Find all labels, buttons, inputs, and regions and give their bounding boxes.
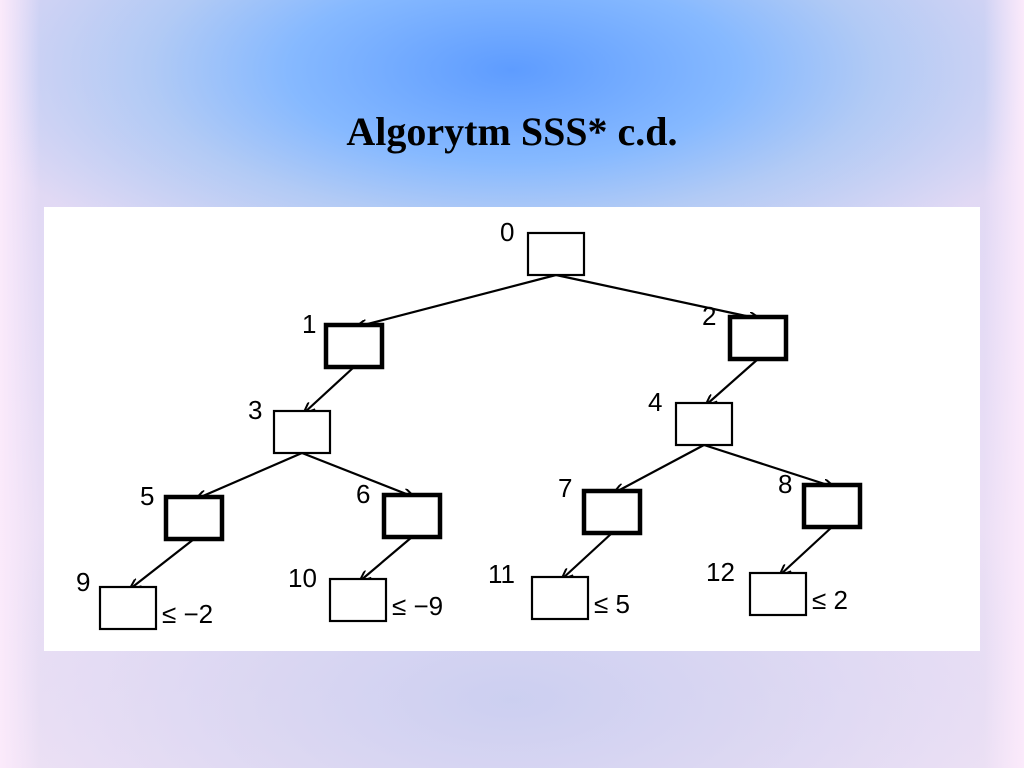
tree-edge-2-4 [706,358,759,405]
tree-node-label-6: 6 [356,479,370,509]
tree-edge-3-6 [301,451,414,497]
tree-node-4 [674,401,734,447]
tree-node-10 [328,577,388,623]
tree-node-label-4: 4 [648,387,662,417]
tree-node-3 [272,409,332,455]
tree-node-7 [581,488,643,536]
tree-node-bound-11: ≤ 5 [594,589,630,619]
tree-node-label-10: 10 [288,563,317,593]
tree-node-8 [801,482,863,530]
tree-edge-0-1 [356,273,557,327]
tree-node-label-11: 11 [488,559,515,589]
tree-node-label-7: 7 [558,473,572,503]
tree-node-12 [748,571,808,617]
tree-edge-7-11 [562,532,613,579]
tree-node-6 [381,492,443,540]
tree-edge-3-5 [196,451,303,499]
tree-node-label-5: 5 [140,481,154,511]
tree-node-label-9: 9 [76,567,90,597]
tree-node-label-2: 2 [702,301,716,331]
tree-edge-1-3 [304,366,355,413]
tree-node-label-0: 0 [500,217,514,247]
tree-node-11 [530,575,590,621]
tree-node-5 [163,494,225,542]
tree-edge-4-7 [614,444,705,493]
tree-node-0 [526,231,586,277]
tree-edge-6-10 [360,536,413,581]
tree-node-9 [98,585,158,631]
tree-node-2 [727,314,789,362]
tree-node-label-12: 12 [706,557,735,587]
slide-frame-left [0,0,40,768]
tree-edge-4-8 [703,443,834,487]
tree-node-1 [323,322,385,370]
tree-node-label-8: 8 [778,469,792,499]
tree-node-bound-9: ≤ −2 [162,599,213,629]
slide-title: Algorytm SSS* c.d. [346,109,678,154]
tree-node-bound-12: ≤ 2 [812,585,848,615]
tree-node-bound-10: ≤ −9 [392,591,443,621]
tree-node-label-1: 1 [302,309,316,339]
tree-edge-0-2 [555,273,760,319]
tree-edge-5-9 [130,538,195,589]
tree-edge-8-12 [780,526,833,575]
tree-node-label-3: 3 [248,395,262,425]
